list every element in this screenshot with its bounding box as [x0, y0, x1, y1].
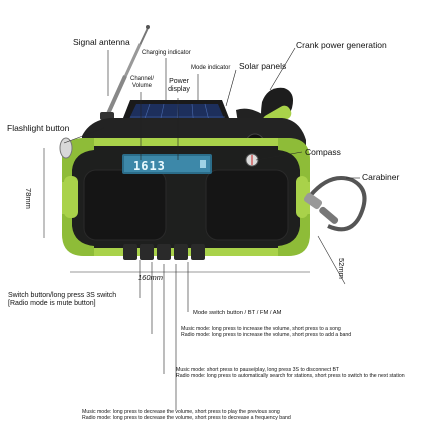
lcd-digits: 1613: [133, 159, 166, 173]
dimension-height: 78mm: [24, 188, 33, 209]
label-solar-panels: Solar panels: [239, 61, 287, 71]
label-volume-down: Music mode: long press to decrease the v…: [82, 409, 291, 421]
dimension-width: 160mm: [138, 273, 164, 282]
label-mode-switch: Mode switch button / BT / FM / AM: [193, 310, 282, 316]
label-carabiner: Carabiner: [362, 172, 400, 182]
compass: [245, 153, 259, 167]
signal-antenna: [100, 25, 150, 120]
label-charging-indicator: Charging indicator: [142, 50, 191, 56]
label-switch-button: Switch button/long press 3S switch [Radi…: [8, 292, 117, 308]
label-power-display: Power display: [168, 78, 190, 94]
label-mode-indicator: Mode indicator: [191, 65, 231, 71]
dimension-depth: 52mm: [337, 258, 346, 279]
carabiner: [303, 176, 367, 232]
label-compass: Compass: [305, 147, 341, 157]
label-play-pause: Music mode: short press to pause/play, l…: [176, 367, 405, 379]
dimension-arrows: [43, 148, 346, 285]
label-flashlight-button: Flashlight button: [7, 123, 70, 133]
lcd-display: [122, 154, 212, 174]
leader-lines: [63, 47, 360, 410]
label-volume-up: Music mode: long press to increase the v…: [181, 326, 352, 338]
label-signal-antenna: Signal antenna: [73, 37, 130, 47]
label-crank-power: Crank power generation: [296, 40, 387, 50]
label-channel-volume: Channel/ Volume: [129, 76, 155, 89]
